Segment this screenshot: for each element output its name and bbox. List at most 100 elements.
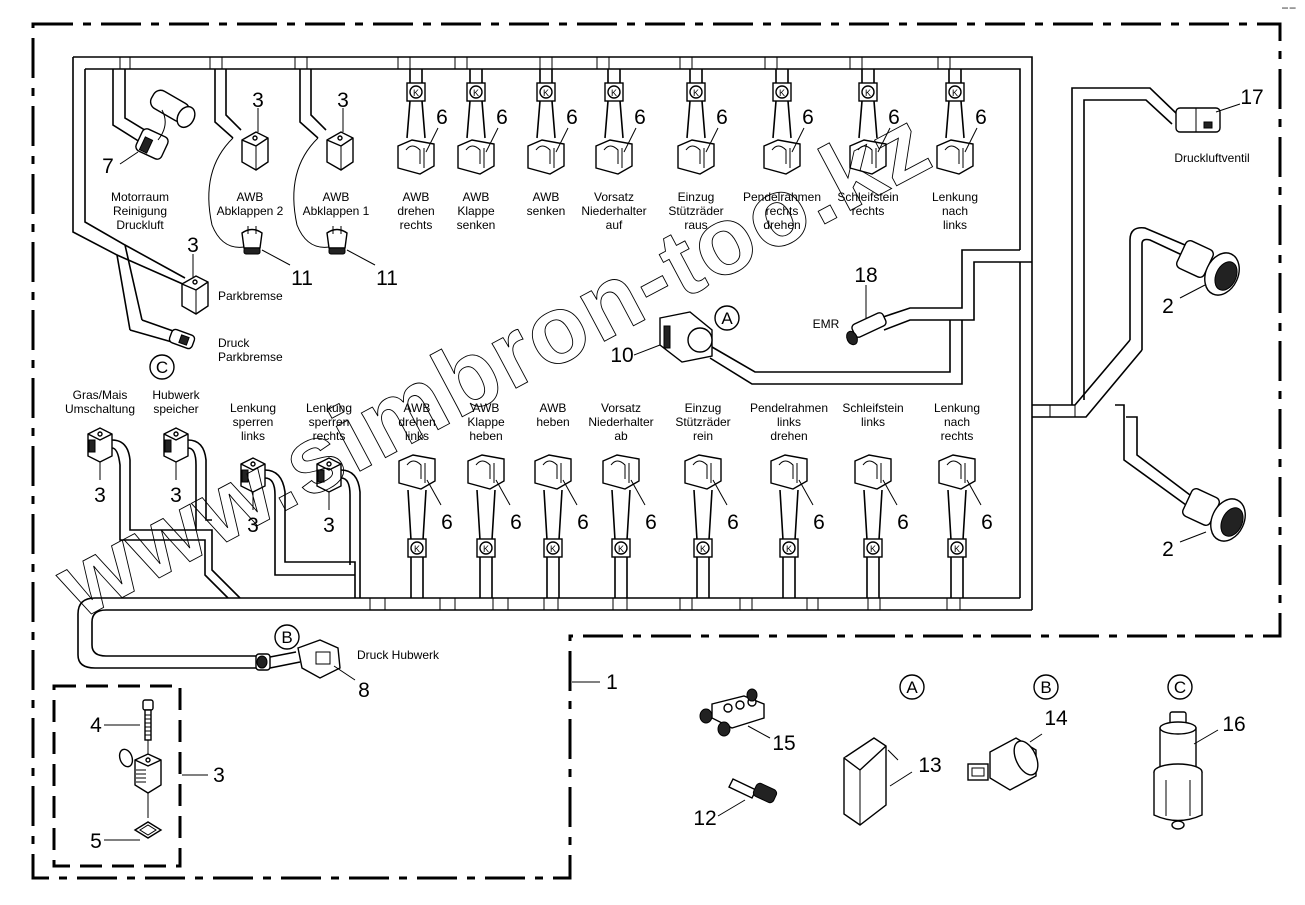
diode-letter: K [870,544,876,554]
ref-circle-a-loose [899,674,925,700]
druck-parkbremse-connector[interactable] [129,319,196,350]
callout-3: 3 [323,514,335,537]
ref-circle-b-loose [1033,674,1059,700]
callout-3: 3 [247,514,259,537]
callout-3: 3 [94,484,106,507]
diode-icon [782,541,796,555]
harness-trunk [72,56,1143,669]
valve-plug-3-detail[interactable] [117,747,208,818]
callout-3: 3 [170,484,182,507]
callout-11-b: 11 [376,267,398,290]
cover-block-13[interactable] [843,737,913,826]
callout-4: 4 [90,714,102,737]
right-harness [1071,87,1191,506]
ref-circle-c-loose [1167,674,1193,700]
awb-abklappen-1-valve-plug[interactable] [293,69,354,248]
parkbremse-valve-plug[interactable] [181,254,209,315]
callout-18: 18 [854,264,877,287]
ref-b-middle: B [281,628,292,647]
ref-circle-b-middle [274,624,300,650]
harness-wire [187,447,197,530]
plug-11-b[interactable] [326,226,376,266]
corner-mark: ▬ ▬ [1282,5,1296,11]
diode-letter: K [693,88,699,98]
bolt-4[interactable] [104,699,154,760]
callout-6: 6 [441,511,453,534]
diode-letter: K [611,88,617,98]
ref-b-loose: B [1040,678,1051,697]
diode-letter: K [543,88,549,98]
callout-2-upper: 2 [1162,295,1174,318]
druckluftventil-connector[interactable] [1175,103,1241,133]
druck-hubwerk-connector[interactable] [255,639,356,681]
callout-6: 6 [436,106,448,129]
callout-13: 13 [918,754,941,777]
callout-6: 6 [897,511,909,534]
callout-8: 8 [358,679,370,702]
callout-16: 16 [1222,713,1245,736]
plug-11-a[interactable] [241,226,291,266]
t-distributor-15[interactable] [699,688,771,739]
diode-letter: K [700,544,706,554]
callout-3-abklappen-2: 3 [252,89,264,112]
diode-letter: K [865,88,871,98]
diode-letter: K [954,544,960,554]
label-emr: EMR [813,317,840,331]
label-parkbremse: Parkbremse [218,289,283,303]
label-druck-hubwerk: Druck Hubwerk [357,648,440,662]
diode-icon [539,85,553,99]
round-connector-lower[interactable] [1179,487,1252,547]
diode-letter: K [779,88,785,98]
harness-wire [111,439,241,599]
harness-wire [111,447,229,599]
diode-letter: K [473,88,479,98]
seal-5[interactable] [104,821,163,841]
round-connector-upper[interactable] [1175,239,1246,301]
diode-letter: K [550,544,556,554]
pressure-switch-14[interactable] [967,733,1043,791]
callout-3-parkbremse: 3 [187,234,199,257]
diode-icon [948,85,962,99]
pressure-sensor-16[interactable] [1153,711,1219,830]
motorraum-connector[interactable] [112,69,198,165]
adapter-12[interactable] [717,778,778,817]
awb-abklappen-2-valve-plug[interactable] [208,69,269,248]
connector-10[interactable] [633,311,963,385]
diode-letter: K [952,88,958,98]
emr-sensor[interactable] [845,285,940,346]
